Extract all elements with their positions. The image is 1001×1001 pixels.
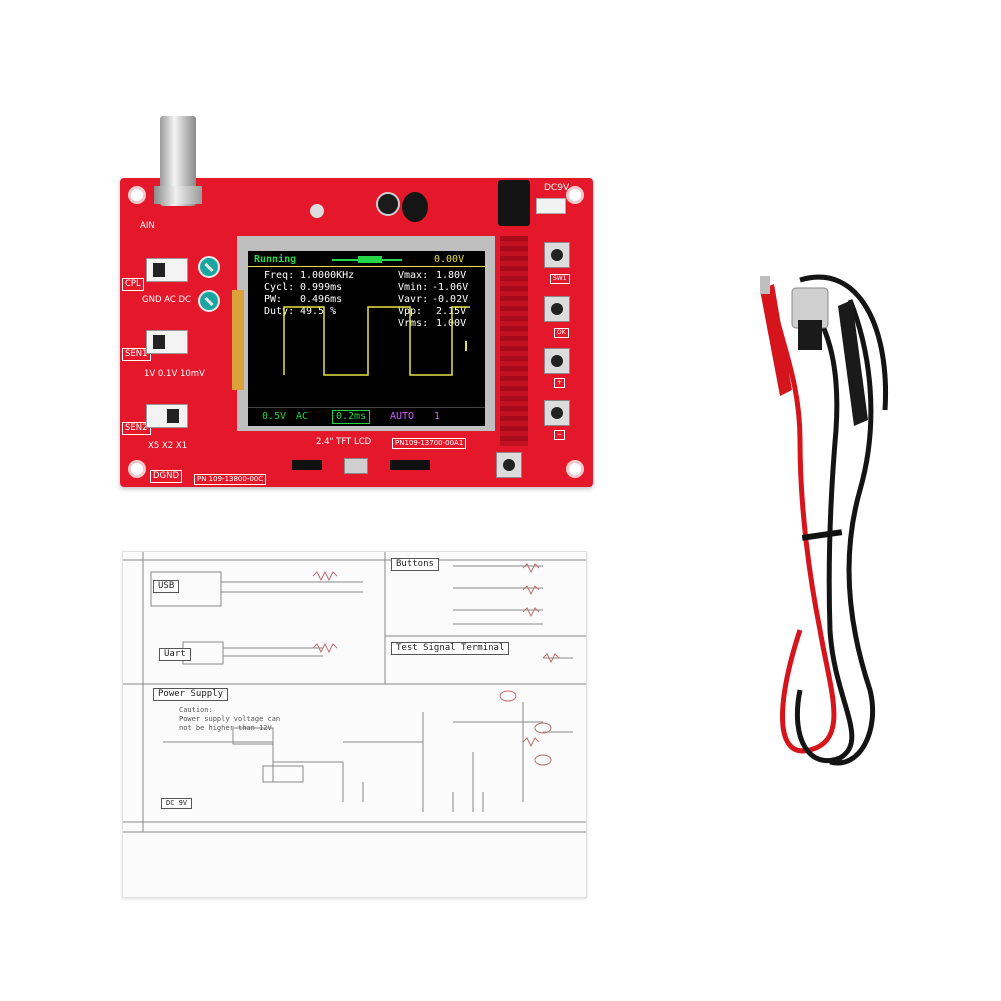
dgnd-label: DGND [150, 470, 183, 483]
cycle-key: Cycl: [264, 282, 295, 293]
sen1-switch[interactable] [146, 330, 188, 354]
bnc-base [154, 186, 202, 204]
plus-label: + [554, 378, 566, 388]
vrms-value: 1.00V [436, 318, 467, 329]
ok-button[interactable] [544, 296, 570, 322]
dc-in-label: DC 9V [161, 798, 193, 809]
lcd-size-label: 2.4" TFT LCD [316, 437, 372, 447]
cpl-options-label: GND AC DC [142, 295, 191, 305]
pin-connector [292, 460, 322, 470]
capacitor-component [310, 204, 324, 218]
coupling-indicator: AC [296, 411, 309, 422]
vmin-value: -1.06V [432, 282, 469, 293]
pin-connector [390, 460, 430, 470]
trigger-position-marker [358, 256, 382, 263]
cpl-label: CPL [122, 278, 144, 291]
dc-input-label: DC9V [544, 183, 570, 193]
minus-button[interactable] [544, 400, 570, 426]
sw1-button[interactable] [544, 242, 570, 268]
sen1-label: SEN1 [122, 348, 151, 361]
plus-button[interactable] [544, 348, 570, 374]
vavr-value: -0.02V [432, 294, 469, 305]
header-divider [248, 266, 485, 267]
freq-key: Freq: [264, 270, 295, 281]
electrolytic-capacitor [402, 192, 428, 222]
buttons-section-label: Buttons [391, 558, 439, 571]
sen2-switch[interactable] [146, 404, 188, 428]
mounting-hole [566, 186, 584, 204]
status-text: Running [254, 254, 297, 265]
lcd-screen: Running 0.00V Freq: 1.0000KHz Cycl: 0.99… [248, 251, 485, 426]
board-part-number: PN 109-13800-00C [194, 474, 267, 485]
schematic-sheet: USB Uart Buttons Test Signal Terminal Po… [122, 551, 587, 898]
caution-line-1: Power supply voltage can [179, 715, 281, 723]
sel-button[interactable] [496, 452, 522, 478]
footer-divider [248, 407, 485, 408]
pw-key: PW: [264, 294, 283, 305]
caution-line-2: not be higher than 12V [179, 724, 272, 732]
sen2-label: SEN2 [122, 422, 151, 435]
lcd-flex-cable [232, 290, 244, 390]
minus-label: − [554, 430, 566, 440]
vavr-key: Vavr: [398, 294, 429, 305]
duty-value: 49.5 % [300, 306, 337, 317]
sw1-label: SW1 [550, 274, 570, 284]
time-per-div: 0.2ms [332, 410, 371, 424]
connector [536, 198, 566, 214]
vmax-key: Vmax: [398, 270, 429, 281]
freq-value: 1.0000KHz [300, 270, 355, 281]
ok-label: OK [554, 328, 569, 338]
lcd-part-number: PN109-13700-00A1 [392, 438, 467, 449]
capacitor-component [376, 192, 400, 216]
sen2-options-label: X5 X2 X1 [148, 441, 188, 451]
vmin-key: Vmin: [398, 282, 429, 293]
mounting-hole [566, 460, 584, 478]
ain-label: AIN [140, 221, 155, 231]
trimmer-pot[interactable] [198, 256, 220, 278]
trimmer-pot[interactable] [198, 290, 220, 312]
usb-section-label: USB [153, 580, 180, 593]
vmax-value: 1.80V [436, 270, 467, 281]
mounting-hole [128, 186, 146, 204]
vpp-value: 2.15V [436, 306, 467, 317]
vrms-key: Vrms: [398, 318, 429, 329]
probe-cable [760, 274, 889, 766]
duty-key: Duty: [264, 306, 295, 317]
trigger-slope: 1 [434, 411, 441, 422]
oscilloscope-pcb: DC9V CPL GND AC DC SEN1 1V 0.1V 10mV SEN… [120, 178, 593, 487]
schematic-lines [123, 552, 586, 833]
pin-header [500, 236, 528, 446]
pw-value: 0.496ms [300, 294, 343, 305]
dc-jack [498, 180, 530, 226]
cycle-value: 0.999ms [300, 282, 343, 293]
mounting-hole [128, 460, 146, 478]
offset-voltage: 0.00V [434, 254, 465, 265]
cpl-switch[interactable] [146, 258, 188, 282]
uart-section-label: Uart [159, 648, 191, 661]
sen1-options-label: 1V 0.1V 10mV [144, 369, 205, 379]
trigger-mode: AUTO [390, 411, 415, 422]
volts-per-div: 0.5V [262, 411, 287, 422]
power-supply-section-label: Power Supply [153, 688, 229, 701]
test-signal-section-label: Test Signal Terminal [391, 642, 510, 655]
usb-connector [344, 458, 368, 474]
waveform-trace [283, 306, 470, 376]
caution-title: Caution: [179, 706, 213, 714]
